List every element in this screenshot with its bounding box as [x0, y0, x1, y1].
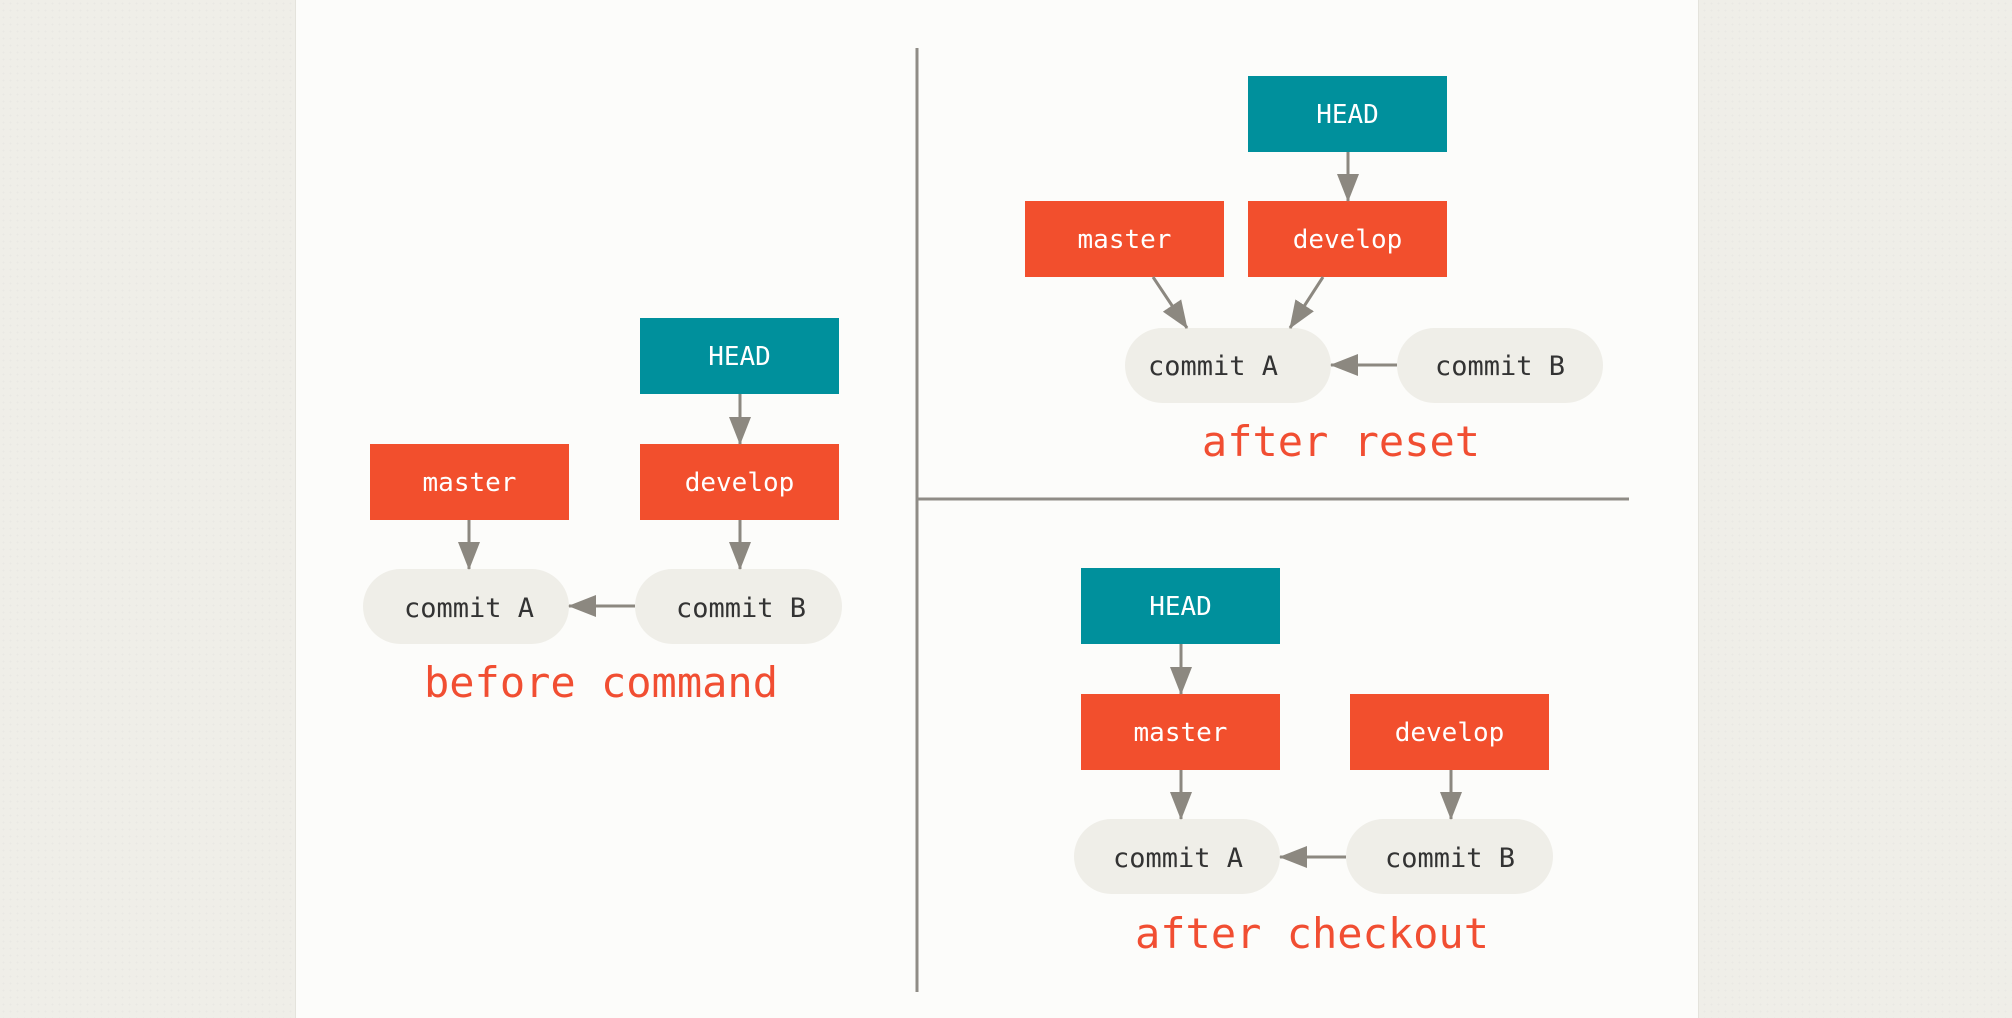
commit-a-label: commit A — [1113, 843, 1243, 874]
master-branch-box — [370, 444, 569, 520]
commit-b-label: commit B — [676, 593, 806, 624]
caption-before-command: before command — [424, 658, 778, 707]
develop-label: develop — [1293, 225, 1403, 255]
head-box — [640, 318, 839, 394]
master-branch-box — [1025, 201, 1224, 277]
head-box — [1081, 568, 1280, 644]
caption-after-checkout: after checkout — [1135, 909, 1489, 958]
caption-after-reset: after reset — [1202, 417, 1480, 466]
master-label: master — [1078, 225, 1172, 255]
head-label: HEAD — [1316, 100, 1379, 130]
arrow-develop-to-commit-a — [1288, 276, 1325, 329]
commit-a-label: commit A — [1148, 351, 1278, 382]
master-label: master — [1134, 718, 1228, 748]
arrow-master-to-commit-a — [1151, 276, 1189, 329]
develop-branch-box — [1350, 694, 1549, 770]
commit-b-label: commit B — [1385, 843, 1515, 874]
master-branch-box — [1081, 694, 1280, 770]
commit-a-label: commit A — [404, 593, 534, 624]
commit-a-node — [1125, 328, 1331, 403]
develop-label: develop — [685, 468, 795, 498]
commit-b-label: commit B — [1435, 351, 1565, 382]
panel-after-reset: HEAD master develop commit A commit B af… — [1025, 76, 1603, 466]
commit-b-node — [1346, 819, 1553, 894]
commit-a-node — [1074, 819, 1280, 894]
develop-branch-box — [1248, 201, 1447, 277]
develop-branch-box — [640, 444, 839, 520]
head-label: HEAD — [708, 342, 771, 372]
commit-b-node — [1397, 328, 1603, 403]
master-label: master — [423, 468, 517, 498]
panel-before-command: HEAD master develop commit A commit B be… — [363, 318, 842, 707]
develop-label: develop — [1395, 718, 1505, 748]
head-box — [1248, 76, 1447, 152]
head-label: HEAD — [1149, 592, 1212, 622]
panel-after-checkout: HEAD master develop commit A commit B af… — [1074, 568, 1553, 958]
commit-b-node — [635, 569, 842, 644]
commit-a-node — [363, 569, 569, 644]
